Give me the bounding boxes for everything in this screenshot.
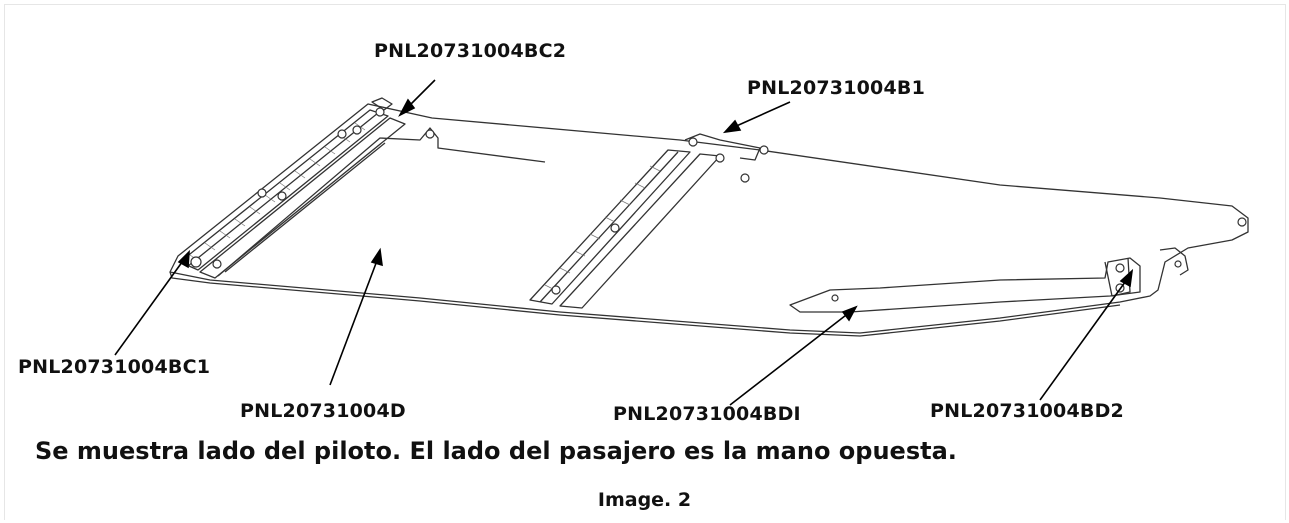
panel-outline	[169, 103, 1249, 334]
label-bdi: PNL20731004BDI	[613, 403, 801, 425]
figure-label: Image. 2	[597, 489, 692, 511]
center-panel	[217, 127, 546, 277]
center-rail	[529, 149, 691, 305]
label-bc1: PNL20731004BC1	[18, 356, 211, 378]
label-b1: PNL20731004B1	[747, 77, 925, 99]
caption: Se muestra lado del piloto. El lado del …	[35, 437, 957, 465]
label-d: PNL20731004D	[240, 400, 406, 422]
left-rail	[179, 109, 389, 271]
skid-plate-diagram	[114, 79, 1249, 406]
right-flap	[789, 257, 1141, 313]
label-bc2: PNL20731004BC2	[374, 40, 567, 62]
label-bd2: PNL20731004BD2	[930, 400, 1124, 422]
figure-frame	[4, 4, 1286, 520]
